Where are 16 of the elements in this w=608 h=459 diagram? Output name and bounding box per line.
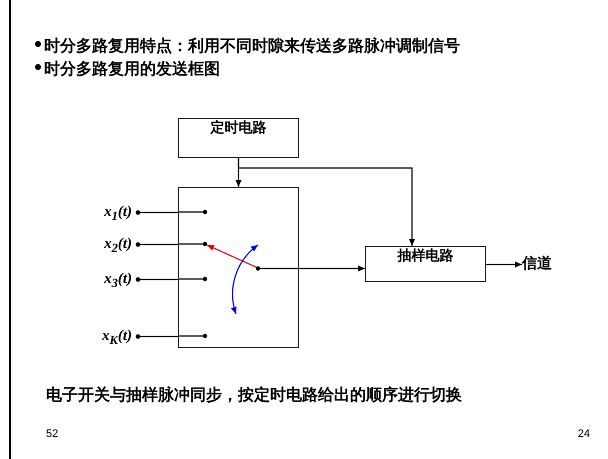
arrow [238,158,415,246]
title-bullet: 时分多路复用特点：利用不同时隙来传送多路脉冲调制信号 [44,36,460,57]
output-label: 信道 [522,254,562,274]
title-bullet: 时分多路复用的发送框图 [44,60,220,80]
page-number: 24 [578,428,590,440]
switch-box [178,187,299,348]
input-label: x$_{3}$(t) [104,268,132,290]
input-label: x$_{1}$(t) [104,201,132,223]
circuit-box: 抽样电路 [365,246,486,282]
page-number: 52 [46,428,58,440]
input-label: x$_{2}$(t) [104,233,132,255]
circuit-box: 定时电路 [178,118,299,158]
arrow [299,266,365,272]
input-label: x$_{K}$(t) [102,325,132,347]
caption-text: 电子开关与抽样脉冲同步，按定时电路给出的顺序进行切换 [46,385,462,406]
arrow [486,262,522,268]
